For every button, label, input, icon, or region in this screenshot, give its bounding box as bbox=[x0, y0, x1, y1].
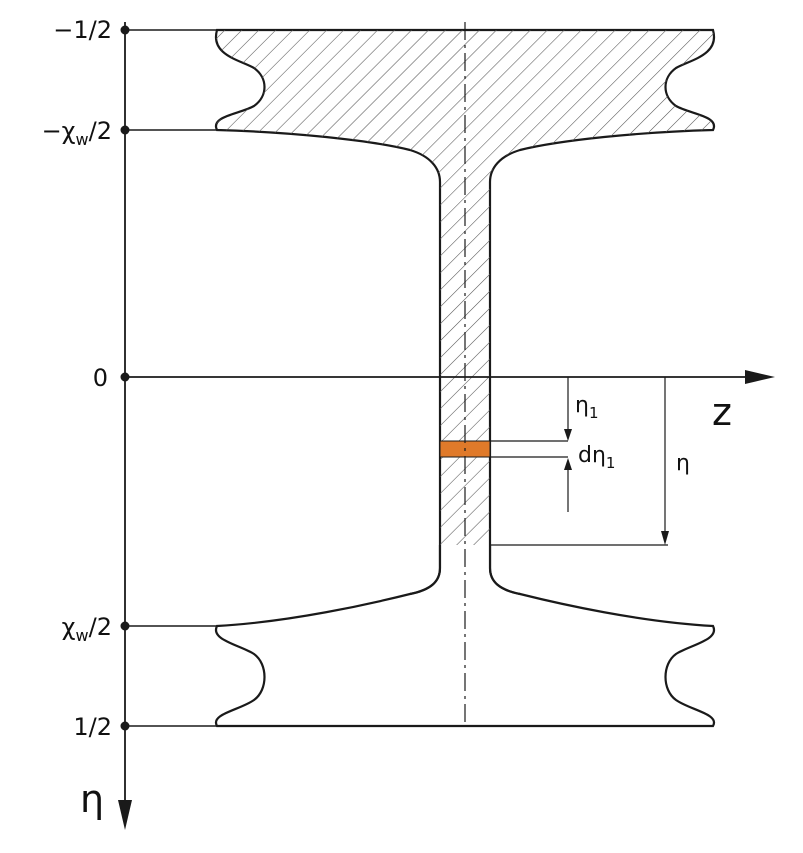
dim-eta-arrow bbox=[661, 531, 669, 545]
tick-dot-top bbox=[120, 25, 130, 35]
dim-deta1-sub: 1 bbox=[606, 454, 616, 472]
dim-eta1-sub: 1 bbox=[589, 404, 599, 422]
tick-neg-xw-main: −χ bbox=[42, 117, 76, 145]
tick-dot-neg-xw bbox=[120, 125, 130, 135]
tick-label-zero: 0 bbox=[93, 364, 108, 392]
tick-label-bottom: 1/2 bbox=[73, 713, 112, 741]
tick-neg-xw-tail: /2 bbox=[89, 117, 112, 145]
dim-deta1-main: dη bbox=[578, 443, 606, 468]
dim-label-eta: η bbox=[676, 451, 690, 476]
dim-eta1-main: η bbox=[575, 393, 589, 418]
tick-dot-zero bbox=[120, 372, 130, 382]
dim-eta1-arrow bbox=[564, 429, 572, 441]
tick-label-neg-xw: −χw/2 bbox=[42, 117, 112, 149]
eta-axis-arrow bbox=[118, 800, 132, 830]
dim-label-eta1: η1 bbox=[575, 393, 599, 422]
z-axis-label: z bbox=[712, 390, 732, 434]
tick-pos-xw-main: χ bbox=[62, 613, 76, 641]
tick-pos-xw-sub: w bbox=[76, 626, 89, 645]
tick-neg-xw-sub: w bbox=[76, 130, 89, 149]
lower-outline-redraw bbox=[409, 545, 521, 596]
tick-label-top: −1/2 bbox=[53, 16, 112, 44]
tick-pos-xw-tail: /2 bbox=[89, 613, 112, 641]
rail-cross-section bbox=[214, 28, 716, 728]
tick-dot-bottom bbox=[120, 721, 130, 731]
eta-axis-label: η bbox=[80, 777, 104, 821]
dim-label-deta1: dη1 bbox=[578, 443, 615, 472]
z-axis-arrow bbox=[745, 370, 775, 384]
tick-dot-pos-xw bbox=[120, 621, 130, 631]
tick-label-pos-xw: χw/2 bbox=[62, 613, 112, 645]
